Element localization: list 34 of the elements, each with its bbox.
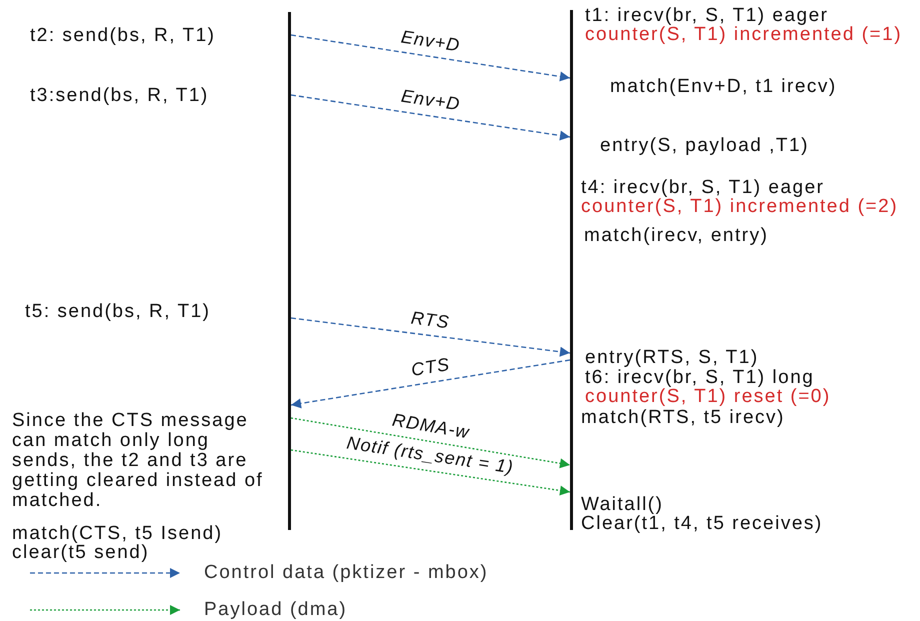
- annotation-text: counter(S, T1) incremented (=1): [585, 25, 902, 45]
- annotation-text: match(RTS, t5 irecv): [581, 408, 785, 428]
- arrow: [290, 34, 570, 82]
- annotation-text: t3:send(bs, R, T1): [30, 86, 209, 106]
- annotation-text: t6: irecv(br, S, T1) long: [585, 368, 814, 388]
- annotation-text: clear(t5 send): [12, 543, 150, 563]
- annotation-text: t4: irecv(br, S, T1) eager: [581, 178, 825, 198]
- annotation-text: t5: send(bs, R, T1): [25, 302, 210, 322]
- annotation-text: t1: irecv(br, S, T1) eager: [585, 6, 829, 26]
- annotation-text: match(irecv, entry): [584, 226, 768, 246]
- legend-text: Control data (pktizer - mbox): [204, 563, 488, 583]
- lifeline: [288, 12, 291, 530]
- annotation-text: counter(S, T1) incremented (=2): [581, 197, 898, 217]
- edge-label: Env+D: [400, 86, 462, 114]
- annotation-text: Waitall(): [581, 495, 664, 515]
- arrow: [290, 359, 570, 408]
- edge-label: CTS: [410, 354, 452, 378]
- annotation-text: match(Env+D, t1 irecv): [610, 77, 837, 97]
- arrow: [290, 417, 570, 468]
- arrow: [290, 449, 570, 496]
- annotation-text: match(CTS, t5 Isend): [12, 524, 223, 544]
- note-text: Since the CTS message can match only long sends, the t2 and t3 are getting cleared instead of matched.: [12, 411, 264, 511]
- annotation-text: counter(S, T1) reset (=0): [585, 387, 831, 407]
- annotation-text: Clear(t1, t4, t5 receives): [581, 514, 823, 534]
- lifeline: [570, 10, 573, 530]
- legend-text: Payload (dma): [204, 600, 348, 620]
- arrow: [290, 94, 570, 140]
- edge-label: RDMA-w: [390, 410, 470, 441]
- edge-label: Env+D: [399, 27, 462, 54]
- edge-label: RTS: [410, 308, 451, 331]
- annotation-text: entry(S, payload ,T1): [600, 136, 809, 156]
- annotation-text: t2: send(bs, R, T1): [30, 26, 216, 46]
- arrow: [290, 317, 570, 357]
- annotation-text: entry(RTS, S, T1): [585, 348, 759, 368]
